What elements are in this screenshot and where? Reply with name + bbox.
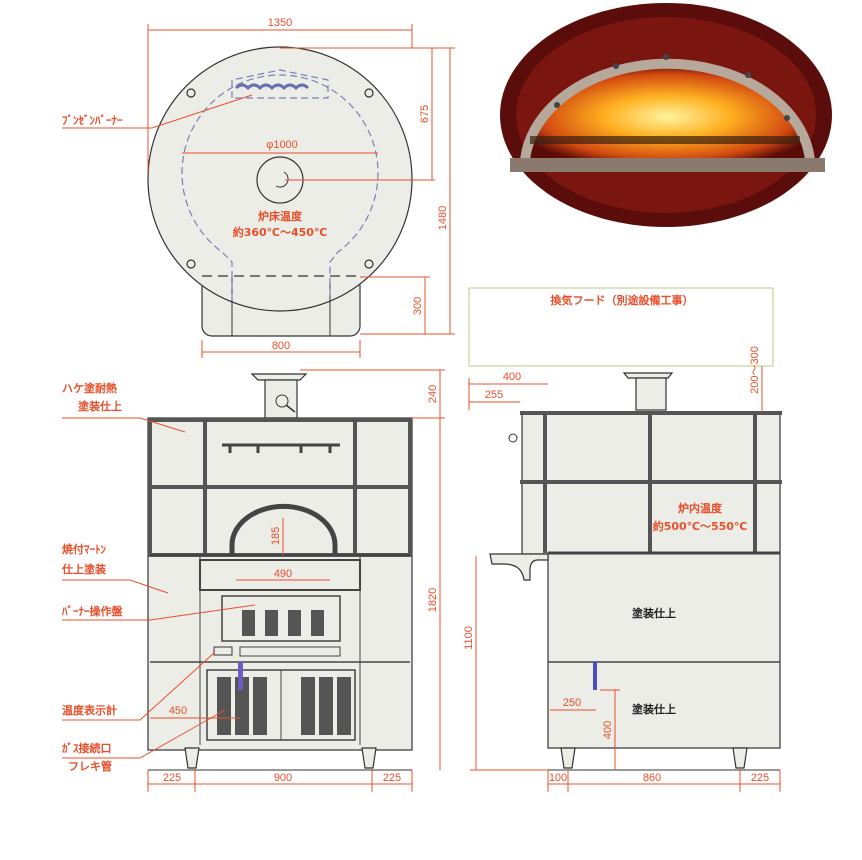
- dim-1350: 1350: [268, 17, 292, 29]
- label-thermometer: 温度表示計: [62, 703, 117, 717]
- exhaust-hood-outline: [468, 287, 774, 367]
- top-view: 1350 675 1480 300 800 φ1000 ﾌﾞﾝｾﾞﾝﾊﾞｰﾅｰ …: [62, 17, 455, 358]
- dim-225-right: 225: [383, 772, 401, 784]
- label-inner-temp-range: 約500℃～550℃: [653, 519, 748, 533]
- label-finish-paint: 仕上塗装: [61, 562, 106, 576]
- dim-225-side: 225: [751, 772, 769, 784]
- dim-diameter-1000: φ1000: [266, 139, 298, 151]
- label-finish-upper: 塗装仕上: [632, 606, 676, 620]
- side-view: 換気フード（別途設備工事） 炉内温度 約500℃～550℃ 塗装仕上 塗装仕上 …: [463, 287, 782, 792]
- bolt-holes: [186, 88, 374, 269]
- dim-255: 255: [485, 389, 503, 401]
- dim-1820: 1820: [427, 588, 439, 612]
- side-shelf: [489, 553, 549, 581]
- inner-chamber-dashed: [181, 74, 379, 300]
- dim-860: 860: [643, 772, 661, 784]
- burner-rail: [222, 443, 340, 453]
- dim-800: 800: [272, 340, 290, 352]
- dim-1100: 1100: [463, 626, 475, 650]
- dim-450: 450: [169, 705, 187, 717]
- label-heat-paint: ハケ塗耐熱: [62, 381, 117, 395]
- burner-control-panel: [221, 595, 341, 642]
- dim-400-lower: 400: [602, 721, 614, 739]
- dim-400: 400: [503, 371, 521, 383]
- label-burner-panel: ﾊﾞｰﾅｰ操作盤: [61, 604, 123, 618]
- dim-300: 300: [412, 297, 424, 315]
- oven-door-arch: [229, 503, 338, 555]
- knob-row: [239, 646, 341, 657]
- dim-250: 250: [563, 697, 581, 709]
- label-gas-inlet: ｶﾞｽ接続口: [62, 741, 112, 755]
- label-inner-temp: 炉内温度: [678, 501, 723, 515]
- gas-connection: [238, 662, 243, 690]
- label-baked-marton: 焼付ﾏｰﾄﾝ: [62, 542, 106, 556]
- dim-900: 900: [274, 772, 292, 784]
- dim-100: 100: [549, 772, 567, 784]
- label-floor-temp-range: 約360℃～450℃: [233, 225, 328, 239]
- label-finish-lower: 塗装仕上: [632, 702, 676, 716]
- thermometer-display: [213, 646, 233, 656]
- control-vents: [242, 610, 324, 636]
- label-floor-temp: 炉床温度: [258, 209, 303, 223]
- dim-1480: 1480: [437, 206, 449, 230]
- dim-200-300: 200～300: [749, 346, 761, 394]
- legs: [184, 747, 377, 769]
- label-flexible-pipe: フレキ管: [68, 759, 112, 773]
- chimney-side: [635, 377, 667, 411]
- front-view: ハケ塗耐熱 塗装仕上 焼付ﾏｰﾄﾝ 仕上塗装 ﾊﾞｰﾅｰ操作盤 温度表示計 ｶﾞ…: [61, 369, 445, 792]
- oven-fire-photo: [500, 3, 832, 227]
- dim-675: 675: [419, 105, 431, 123]
- dim-240: 240: [427, 385, 439, 403]
- dim-225-left: 225: [163, 772, 181, 784]
- label-exhaust-hood: 換気フード（別途設備工事）: [551, 293, 694, 307]
- chimney: [264, 379, 298, 419]
- burner-outline: [231, 69, 329, 99]
- chimney-cap: [250, 373, 308, 381]
- burner-flame-icon: [234, 83, 310, 91]
- gas-connection-side: [593, 662, 597, 690]
- dim-185: 185: [270, 527, 282, 545]
- label-bunsen-burner: ﾌﾞﾝｾﾞﾝﾊﾞｰﾅｰ: [62, 113, 123, 127]
- label-paint-finish: 塗装仕上: [78, 399, 122, 413]
- dim-490: 490: [274, 568, 292, 580]
